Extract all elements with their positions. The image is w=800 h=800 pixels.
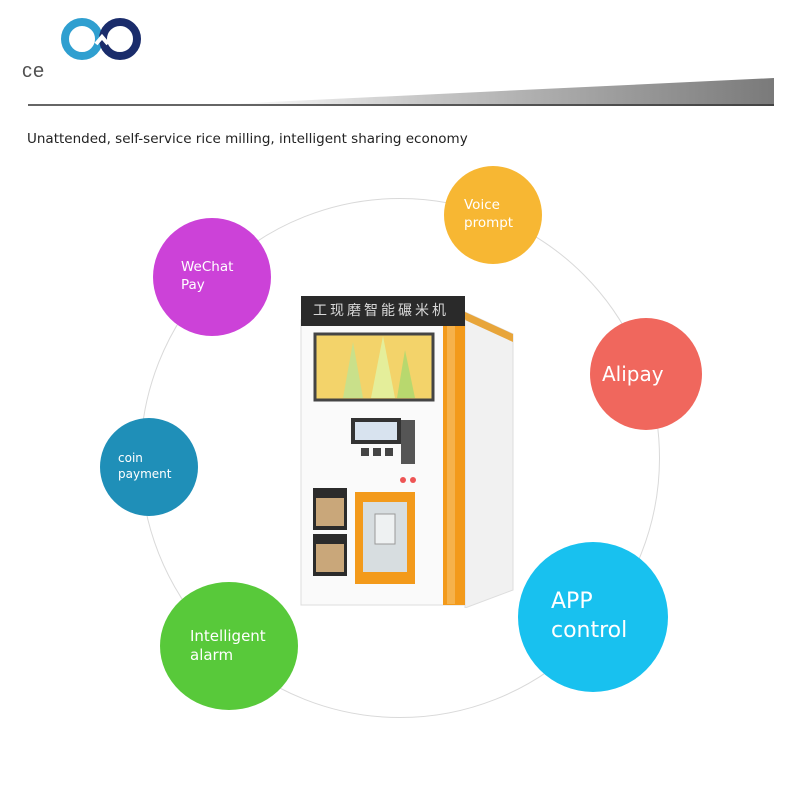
feature-wechat-line1: WeChat: [181, 259, 234, 276]
feature-alarm-line2: alarm: [190, 646, 234, 664]
machine-sign: 工现磨智能碾米机: [302, 300, 460, 322]
feature-voice-line1: Voice: [464, 197, 500, 214]
header-divider: [28, 78, 774, 106]
feature-alipay-label: Alipay: [602, 362, 664, 386]
header-title: ce: [22, 60, 46, 82]
feature-coin-line1: coin: [118, 451, 143, 466]
feature-coin-payment: coin payment: [100, 418, 198, 516]
rice-milling-machine-image: 工现磨智能碾米机: [297, 290, 517, 608]
feature-voice-line2: prompt: [464, 215, 514, 231]
page-subtitle: Unattended, self-service rice milling, i…: [27, 131, 468, 147]
feature-app-line1: APP: [551, 589, 593, 615]
feature-wechat-line2: Pay: [181, 277, 205, 293]
feature-alarm-line1: Intelligent: [190, 626, 266, 645]
feature-voice-prompt: Voice prompt: [444, 166, 542, 264]
feature-intelligent-alarm: Intelligent alarm: [160, 582, 298, 710]
feature-coin-line2: payment: [118, 467, 172, 481]
feature-app-line2: control: [551, 618, 628, 643]
feature-app-control: APP control: [518, 542, 668, 692]
feature-wechat-pay: WeChat Pay: [153, 218, 271, 336]
feature-alipay: Alipay: [590, 318, 702, 430]
brand-logo-icon: [61, 18, 141, 60]
